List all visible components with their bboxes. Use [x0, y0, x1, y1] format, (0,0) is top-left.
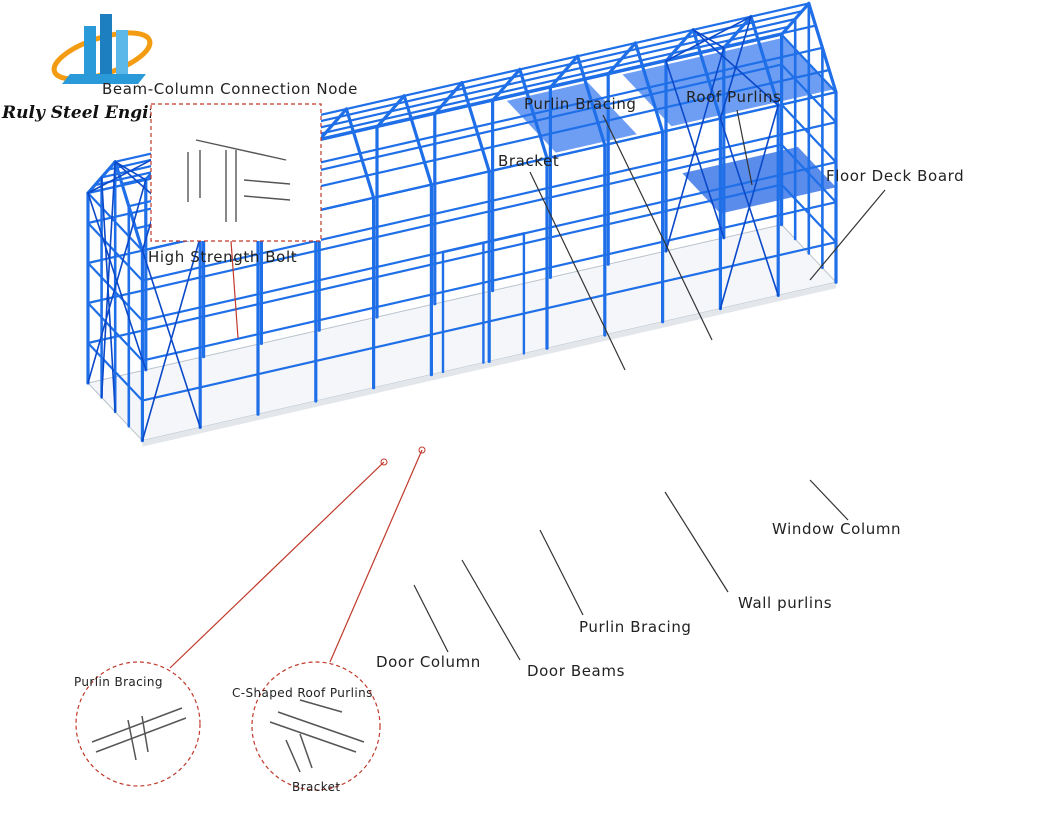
label-high-strength-bolt: High Strength Bolt	[148, 248, 298, 266]
callout-label-purlin-bracing: Purlin Bracing	[74, 675, 163, 689]
wall-purlin	[780, 63, 838, 124]
wall-purlin	[86, 221, 144, 282]
leader-line	[413, 584, 449, 653]
purlin-bracing-sketch	[127, 719, 137, 761]
purlin-bracing-sketch	[95, 717, 187, 753]
wall-bracing	[665, 60, 725, 239]
leader-line	[664, 491, 729, 593]
c-purlin-sketch	[285, 739, 301, 773]
door-beam	[441, 232, 526, 254]
label-bracket: Bracket	[498, 152, 560, 170]
label-purlin-bracing-bottom: Purlin Bracing	[579, 618, 692, 636]
label-beam-column-node: Beam-Column Connection Node	[102, 80, 358, 98]
wall-bracing	[87, 192, 147, 371]
label-roof-purlins: Roof Purlins	[686, 88, 782, 106]
beam-column-node-sketch	[195, 139, 287, 161]
gable-bracing	[100, 176, 116, 413]
wall-purlin	[141, 241, 838, 402]
callout-connector	[169, 461, 385, 669]
leader-line	[461, 559, 521, 661]
leader-line	[529, 171, 626, 371]
wall-purlin	[86, 143, 783, 305]
wall-purlin	[86, 301, 144, 362]
roof-bracing	[692, 28, 725, 49]
wall-purlin	[780, 143, 838, 204]
wall-purlin	[141, 121, 838, 282]
roof-bracing	[719, 15, 752, 120]
leader-line	[539, 529, 584, 616]
c-purlin-sketch	[299, 733, 313, 769]
leader-line	[736, 109, 753, 186]
callout-connector	[329, 449, 423, 663]
label-purlin-bracing-top: Purlin Bracing	[524, 95, 637, 113]
wall-purlin	[780, 103, 838, 164]
c-purlin-sketch	[269, 721, 357, 753]
detail-callouts	[75, 103, 426, 791]
callout-anchor	[380, 458, 388, 466]
beam-column-node-sketch	[243, 195, 291, 201]
wall-bracing	[719, 117, 780, 297]
leader-line	[602, 114, 713, 341]
purlin-bracing-sketch	[91, 707, 183, 743]
c-purlin-sketch	[277, 711, 365, 743]
purlin-bracing-sketch	[141, 715, 149, 753]
label-window-column: Window Column	[772, 520, 902, 538]
wall-purlin	[86, 183, 783, 345]
callout-connector	[230, 240, 239, 339]
leader-line	[809, 479, 849, 521]
roof-bracing	[114, 161, 147, 181]
leader-line	[809, 189, 886, 281]
callout-label-bracket: Bracket	[292, 780, 341, 794]
leader-lines	[413, 109, 886, 661]
callout-anchor	[418, 446, 426, 454]
wall-purlin	[86, 261, 144, 322]
beam-column-node-sketch	[243, 179, 291, 185]
label-door-beams: Door Beams	[527, 662, 625, 680]
c-purlin-sketch	[299, 699, 343, 713]
label-door-column: Door Column	[376, 653, 481, 671]
callout-label-c-shaped-roof-purlins: C-Shaped Roof Purlins	[232, 686, 373, 700]
wall-bracing	[141, 249, 201, 429]
wall-purlin	[780, 183, 838, 244]
label-wall-purlins: Wall purlins	[738, 594, 833, 612]
logo-icon	[51, 14, 153, 84]
label-floor-deck-board: Floor Deck Board	[826, 167, 965, 185]
wall-purlin	[86, 191, 144, 252]
wall-purlin	[780, 33, 838, 94]
gable-bracing	[100, 161, 116, 399]
